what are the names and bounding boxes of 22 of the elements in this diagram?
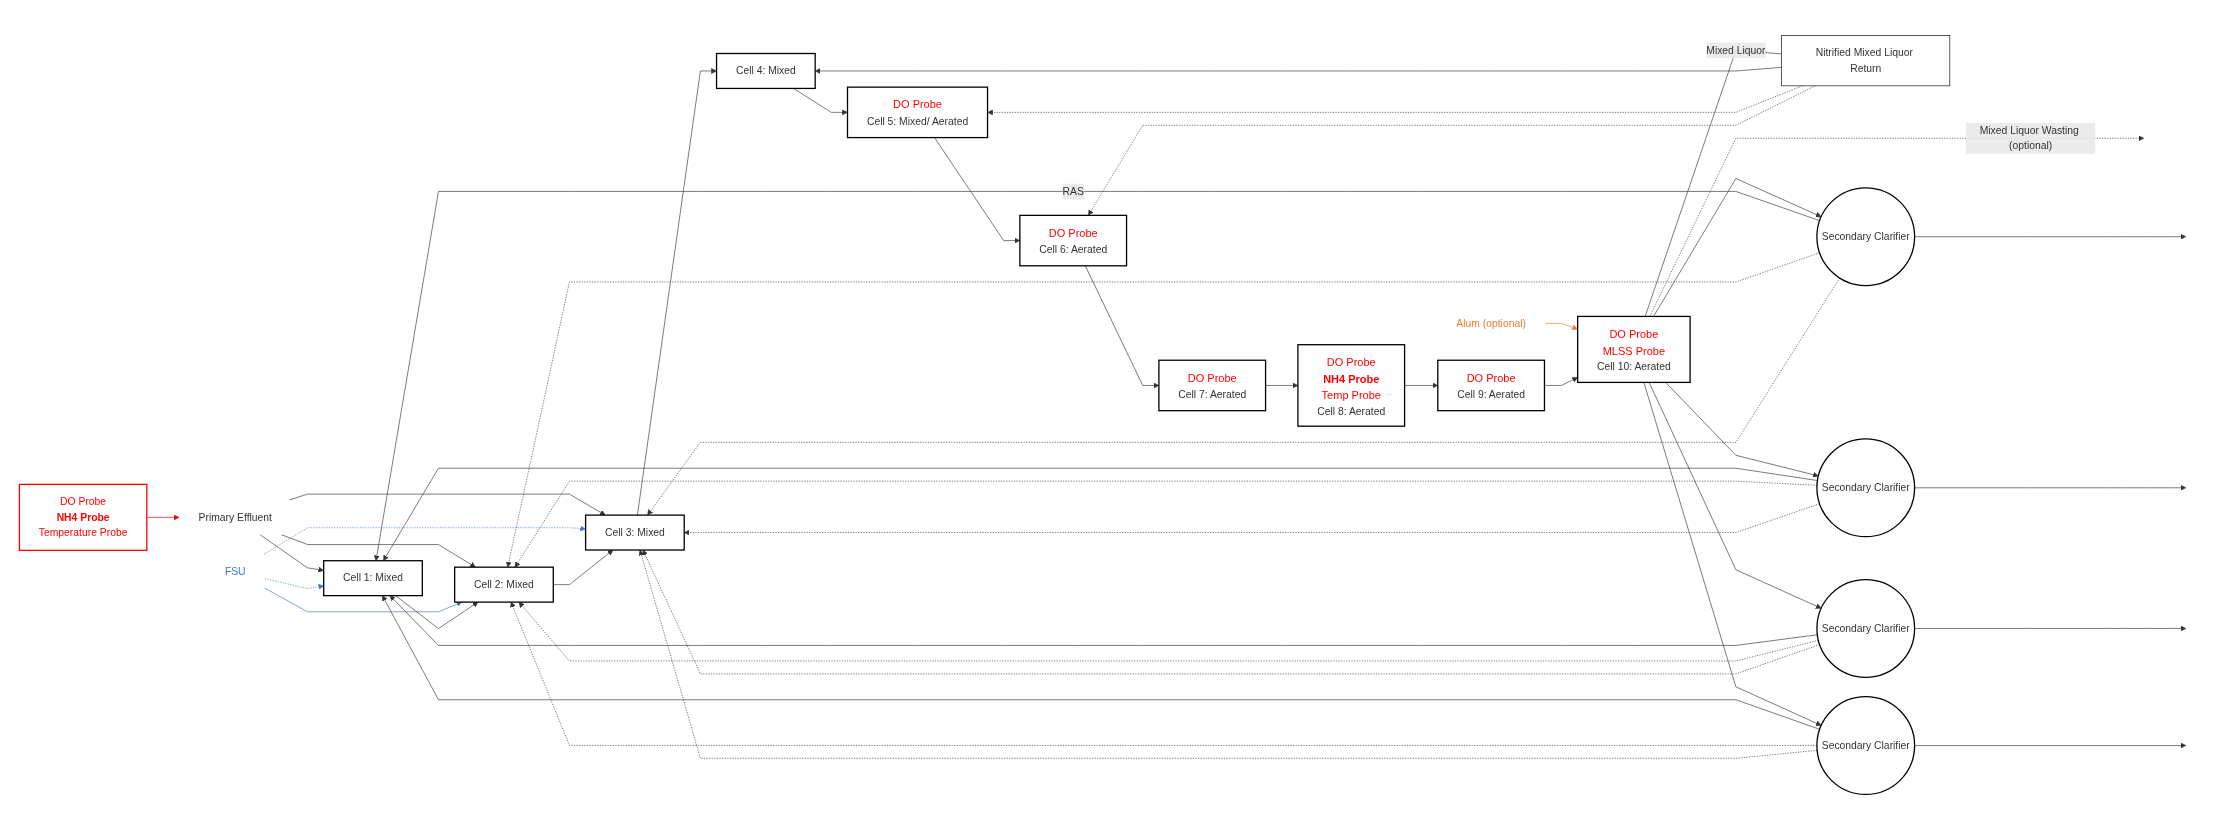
node-box: DO Probe Cell 5: Mixed/ Aerated bbox=[846, 86, 989, 138]
node-box: DO Probe Cell 6: Aerated bbox=[1019, 214, 1128, 267]
edge-label: RAS bbox=[1062, 185, 1084, 197]
node-box: DO Probe Cell 7: Aerated bbox=[1158, 359, 1267, 411]
node-circle: Secondary Clarifier bbox=[1816, 186, 1916, 286]
node-circle: Secondary Clarifier bbox=[1816, 578, 1916, 678]
node-box: Cell 3: Mixed bbox=[584, 514, 685, 551]
node-text: Primary Effluent bbox=[198, 511, 272, 523]
edge-label: Mixed Liquor bbox=[1706, 44, 1766, 56]
node-text: FSU bbox=[224, 565, 246, 577]
node-box: Nitrified Mixed Liquor Return bbox=[1781, 34, 1951, 86]
node-box: DO Probe NH4 Probe Temperature Probe bbox=[18, 483, 148, 551]
node-text: Alum (optional) bbox=[1456, 317, 1526, 329]
node-box: Cell 4: Mixed bbox=[715, 52, 816, 89]
node-box: DO Probe Cell 9: Aerated bbox=[1437, 359, 1546, 411]
node-box: DO Probe MLSS Probe Cell 10: Aerated bbox=[1577, 315, 1691, 383]
node-box: Cell 1: Mixed bbox=[323, 559, 423, 596]
node-box: DO Probe NH4 Probe Temp Probe Cell 8: Aerated bbox=[1297, 343, 1406, 427]
node-box: Cell 2: Mixed bbox=[454, 566, 554, 603]
node-circle: Secondary Clarifier bbox=[1816, 695, 1916, 795]
node-circle: Secondary Clarifier bbox=[1816, 437, 1916, 537]
edge-label: Mixed Liquor Wasting (optional) bbox=[1979, 124, 2079, 151]
